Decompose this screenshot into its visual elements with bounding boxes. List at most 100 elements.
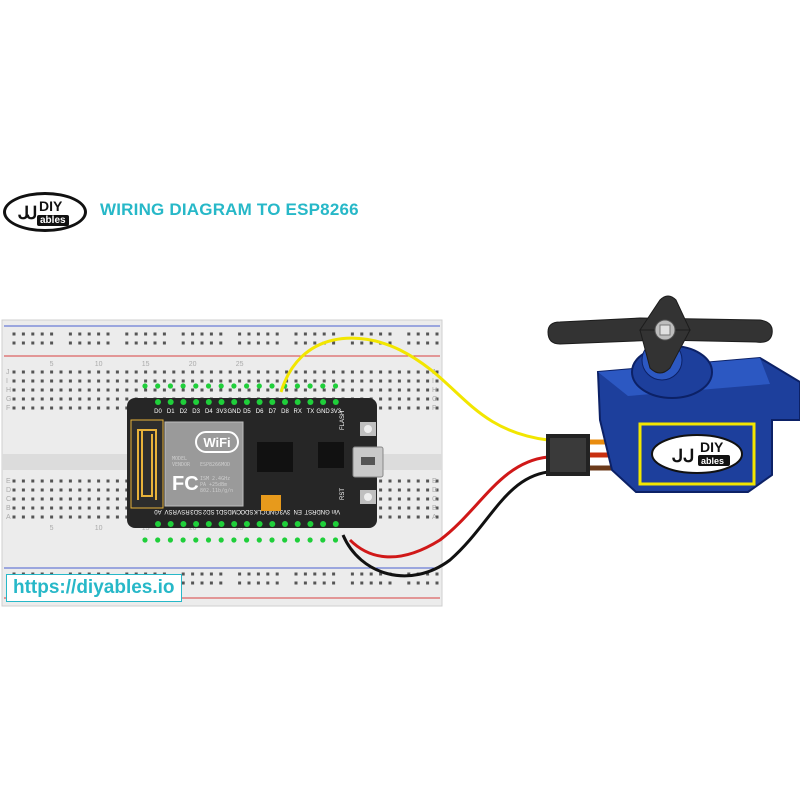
bottom-pin-label: SD2 [202,508,214,514]
wifi-label: WiFi [203,435,230,450]
top-pin [294,399,301,405]
row-letter-left: B [6,505,11,512]
bottom-pin-label: CMD [227,508,241,514]
bottom-pin [155,521,161,527]
top-pin [307,399,314,405]
row-letter-right: E [432,478,437,485]
module-text-3: ISM 2.4GHz [200,476,230,482]
top-pin-label: D6 [256,409,264,415]
bottom-pin-label: RST [304,508,316,514]
power-wire [348,455,549,559]
bottom-pin [231,521,238,527]
top-pin-label: 3V3 [216,409,227,415]
top-pin [155,399,161,405]
top-pin-label: D3 [192,409,200,415]
bottom-pin-label: GND [316,508,330,514]
svg-text:FLASH: FLASH [340,411,346,430]
row-letter-right: D [432,487,437,494]
top-pin-label: D1 [167,409,175,415]
top-pin-label: 3V3 [330,409,341,415]
module-text-1: MODEL [172,456,187,462]
website-url: https://diyables.io [6,574,182,602]
wires [279,336,549,578]
ground-wire [341,470,549,578]
bottom-pin-label: SDO [240,508,253,514]
bottom-pin-header: A0RSVRSVSD3SD2SD1CMDSDOCLKGND3V3ENRSTGND… [142,508,340,543]
column-number-top: 20 [189,361,197,368]
top-pin [269,399,276,405]
logo-text-top: DIY [39,198,63,214]
top-pin [320,399,327,405]
servo-diyables-logo: ᒍᒍ DIY ables [651,434,743,474]
bottom-pin [307,521,314,527]
svg-text:RST: RST [340,488,346,500]
row-letter-left: J [6,369,10,376]
bottom-pin-label: RSV [177,508,189,514]
bottom-pin-label: SD3 [190,508,202,514]
row-letter-right: H [432,387,437,394]
top-pin-label: RX [294,409,302,415]
top-pin-label: D4 [205,409,213,415]
bottom-pin [294,521,301,527]
module-name: ESP8266MOD [200,462,230,468]
top-pin-label: D7 [268,409,276,415]
bottom-pin [167,521,174,527]
row-letter-right: G [432,396,437,403]
top-pin [282,399,288,405]
capacitor [261,495,281,511]
column-number-bottom: 10 [95,525,103,532]
column-number-top: 10 [95,361,103,368]
bottom-pin [218,521,225,527]
row-letter-left: A [6,514,11,521]
top-pin-label: D0 [154,409,162,415]
bottom-pin [269,521,276,527]
row-letter-left: H [6,387,11,394]
bottom-pin [205,521,212,527]
svg-text:ables: ables [701,456,724,466]
row-letter-left: I [6,378,8,385]
top-pin [205,399,212,405]
bottom-pin [332,521,339,527]
top-pin-label: D8 [281,409,289,415]
row-letter-left: E [6,478,11,485]
column-number-top: 5 [50,361,54,368]
row-letter-right: B [432,505,437,512]
top-pin [243,399,250,405]
row-letter-right: A [432,514,437,521]
top-pin-label: D5 [243,409,251,415]
top-pin-label: GND [316,409,330,415]
bottom-pin-label: Vin [332,508,341,514]
logo-text-bottom: ables [37,215,69,226]
top-pin [256,399,263,405]
top-pin [180,399,187,405]
top-pin [193,399,200,405]
bottom-pin [243,521,250,527]
row-letter-left: F [6,405,10,412]
row-letter-left: G [6,396,11,403]
column-number-top: 15 [142,361,150,368]
bottom-pin-label: 3V3 [279,508,290,514]
module-text-2: VENDOR [172,462,191,468]
bottom-pin [256,521,263,527]
bottom-pin-label: CLK [254,508,266,514]
row-letter-right: C [432,496,437,503]
diyables-logo: ᒍᒍ DIY ables [3,192,87,232]
header: ᒍᒍ DIY ables WIRING DIAGRAM TO ESP8266 [0,188,800,238]
svg-text:ᒍᒍ: ᒍᒍ [672,446,695,466]
column-number-top: 25 [236,361,244,368]
column-number-bottom: 20 [189,525,197,532]
top-pin-label: GND [228,409,242,415]
top-pin [167,399,174,405]
bottom-pin [320,521,327,527]
row-letter-left: D [6,487,11,494]
flash-button: FLASH [340,411,376,436]
antenna-icon [130,419,164,509]
fcc-mark: FC [172,473,199,495]
regulator-chip [257,442,293,472]
bottom-pin [282,521,288,527]
